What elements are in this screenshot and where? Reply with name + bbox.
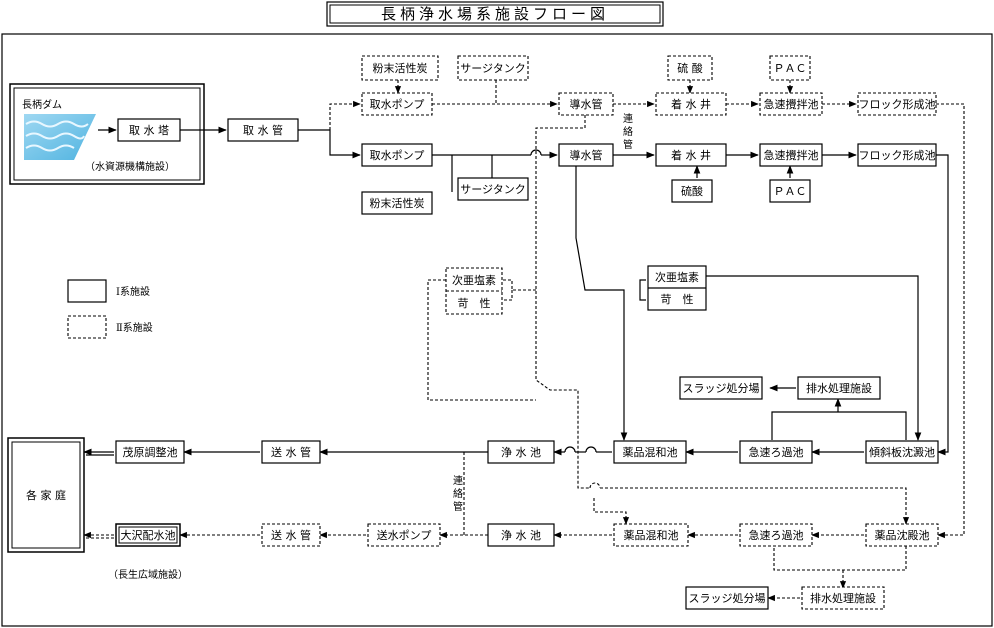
svg-text:各 家 庭: 各 家 庭 — [26, 488, 66, 502]
intake-pump-1-box: 取水ポンプ — [361, 143, 433, 167]
svg-text:硫酸: 硫酸 — [681, 184, 703, 198]
svg-text:苛 性: 苛 性 — [661, 292, 694, 306]
osawa-caption: （長生広域施設） — [108, 568, 188, 581]
sludge-site-1-box: スラッジ処分場 — [679, 376, 763, 400]
chemical-1-box: 次亜塩素 苛 性 — [647, 265, 707, 311]
svg-text:薬品混和池: 薬品混和池 — [624, 529, 679, 542]
title-frame: 長柄浄水場系施設フロー図 — [326, 1, 664, 27]
flocculation-1-box: フロック形成池 — [857, 143, 937, 167]
svg-text:フロック形成池: フロック形成池 — [859, 98, 936, 111]
drainage-facility-1-box: 排水処理施設 — [797, 376, 881, 400]
svg-text:取水ポンプ: 取水ポンプ — [370, 149, 425, 162]
sedimentation-1-box: 傾斜板沈澱池 — [865, 440, 939, 464]
svg-text:サージタンク: サージタンク — [460, 62, 526, 75]
svg-text:急速ろ過池: 急速ろ過池 — [749, 528, 804, 542]
legend-solid-swatch — [67, 279, 107, 303]
rapid-filter-2-box: 急速ろ過池 — [739, 523, 813, 547]
receiving-well-2-box: 着 水 井 — [655, 92, 727, 116]
svg-text:スラッジ処分場: スラッジ処分場 — [683, 382, 760, 395]
svg-text:急速ろ過池: 急速ろ過池 — [749, 445, 804, 459]
dam-label: 長柄ダム — [22, 98, 62, 111]
clear-well-2-box: 浄 水 池 — [487, 523, 555, 547]
shigehara-reservoir-box: 茂原調整池 — [115, 440, 185, 464]
outer-frame — [1, 33, 993, 627]
svg-text:排水処理施設: 排水処理施設 — [806, 381, 872, 395]
connecting-pipe-label: 連絡管 — [453, 474, 463, 513]
sedimentation-2-box: 薬品沈殿池 — [865, 523, 939, 547]
connecting-pipe-label: 連絡管 — [623, 112, 633, 151]
svg-text:粉末活性炭: 粉末活性炭 — [370, 196, 425, 210]
svg-text:導水管: 導水管 — [570, 97, 603, 111]
svg-text:取 水 管: 取 水 管 — [243, 123, 283, 137]
intake-pipe-box: 取 水 管 — [227, 118, 299, 142]
legend-dashed-swatch — [67, 315, 107, 339]
pac-2-box: ＰＡＣ — [769, 55, 811, 81]
svg-text:浄 水 池: 浄 水 池 — [501, 445, 541, 459]
svg-text:スラッジ処分場: スラッジ処分場 — [689, 592, 766, 605]
chemical-2-box: 次亜塩素 苛 性 — [445, 267, 503, 315]
conduit-2-box: 導水管 — [558, 92, 614, 116]
svg-text:取 水 塔: 取 水 塔 — [129, 124, 169, 137]
svg-text:送 水 管: 送 水 管 — [271, 528, 311, 542]
intake-pump-2-box: 取水ポンプ — [361, 92, 433, 116]
chemical-mixing-1-box: 薬品混和池 — [613, 440, 687, 464]
svg-text:薬品沈殿池: 薬品沈殿池 — [875, 528, 930, 542]
legend-system2: Ⅱ系施設 — [116, 321, 153, 334]
sulfuric-acid-1-box: 硫酸 — [671, 179, 713, 203]
svg-text:粉末活性炭: 粉末活性炭 — [373, 61, 428, 75]
svg-text:次亜塩素: 次亜塩素 — [452, 273, 496, 287]
svg-text:浄 水 池: 浄 水 池 — [501, 528, 541, 542]
legend: Ⅰ系施設 Ⅱ系施設 — [67, 279, 153, 339]
svg-text:次亜塩素: 次亜塩素 — [655, 270, 699, 284]
activated-carbon-2-box: 粉末活性炭 — [361, 55, 439, 81]
transmission-pipe-1-box: 送 水 管 — [261, 440, 321, 464]
dam-caption: （水資源機構施設） — [85, 160, 175, 173]
clear-well-1-box: 浄 水 池 — [487, 440, 555, 464]
svg-text:送水ポンプ: 送水ポンプ — [377, 528, 432, 542]
conduit-1-box: 導水管 — [558, 143, 614, 167]
flocculation-2-box: フロック形成池 — [857, 92, 937, 116]
connecting-pipe-vertical-bottom: 連絡管 — [453, 474, 463, 513]
surge-tank-2-box: サージタンク — [457, 55, 529, 81]
svg-text:フロック形成池: フロック形成池 — [859, 149, 936, 162]
svg-text:急速攪拌池: 急速攪拌池 — [764, 97, 819, 111]
svg-text:薬品混和池: 薬品混和池 — [623, 446, 678, 459]
connecting-pipe-vertical-top: 連絡管 — [623, 112, 633, 151]
svg-text:取水ポンプ: 取水ポンプ — [370, 98, 425, 111]
svg-text:導水管: 導水管 — [570, 148, 603, 162]
transmission-pump-2-box: 送水ポンプ — [367, 523, 441, 547]
dam-block: 長柄ダム （水資源機構施設） — [9, 83, 205, 185]
svg-text:傾斜板沈澱池: 傾斜板沈澱池 — [869, 445, 935, 459]
rapid-mixing-1-box: 急速攪拌池 — [759, 143, 823, 167]
svg-text:ＰＡＣ: ＰＡＣ — [774, 185, 807, 198]
rapid-filter-1-box: 急速ろ過池 — [739, 440, 813, 464]
osawa-reservoir-box: 大沢配水池 — [115, 523, 181, 547]
surge-tank-1-box: サージタンク — [457, 177, 529, 201]
svg-text:苛 性: 苛 性 — [458, 296, 491, 310]
activated-carbon-1-box: 粉末活性炭 — [361, 191, 433, 215]
svg-text:サージタンク: サージタンク — [460, 183, 526, 196]
sludge-site-2-box: スラッジ処分場 — [685, 586, 769, 610]
chemical-mixing-2-box: 薬品混和池 — [613, 523, 689, 547]
svg-text:茂原調整池: 茂原調整池 — [123, 445, 178, 459]
svg-text:硫 酸: 硫 酸 — [677, 61, 703, 75]
legend-system1: Ⅰ系施設 — [116, 285, 150, 298]
svg-text:急速攪拌池: 急速攪拌池 — [764, 148, 819, 162]
svg-text:ＰＡＣ: ＰＡＣ — [774, 62, 807, 75]
pac-1-box: ＰＡＣ — [769, 179, 811, 203]
homes-box: 各 家 庭 — [7, 437, 85, 553]
svg-text:送 水 管: 送 水 管 — [271, 445, 311, 459]
svg-text:着 水 井: 着 水 井 — [671, 148, 711, 162]
svg-text:排水処理施設: 排水処理施設 — [810, 591, 876, 605]
transmission-pipe-2-box: 送 水 管 — [261, 523, 321, 547]
svg-text:大沢配水池: 大沢配水池 — [121, 528, 176, 542]
rapid-mixing-2-box: 急速攪拌池 — [759, 92, 823, 116]
page-title: 長柄浄水場系施設フロー図 — [381, 5, 609, 23]
drainage-facility-2-box: 排水処理施設 — [801, 586, 885, 610]
sulfuric-acid-2-box: 硫 酸 — [667, 55, 713, 81]
intake-tower-box: 取 水 塔 — [117, 118, 181, 142]
svg-text:着 水 井: 着 水 井 — [671, 97, 711, 111]
receiving-well-1-box: 着 水 井 — [655, 143, 727, 167]
